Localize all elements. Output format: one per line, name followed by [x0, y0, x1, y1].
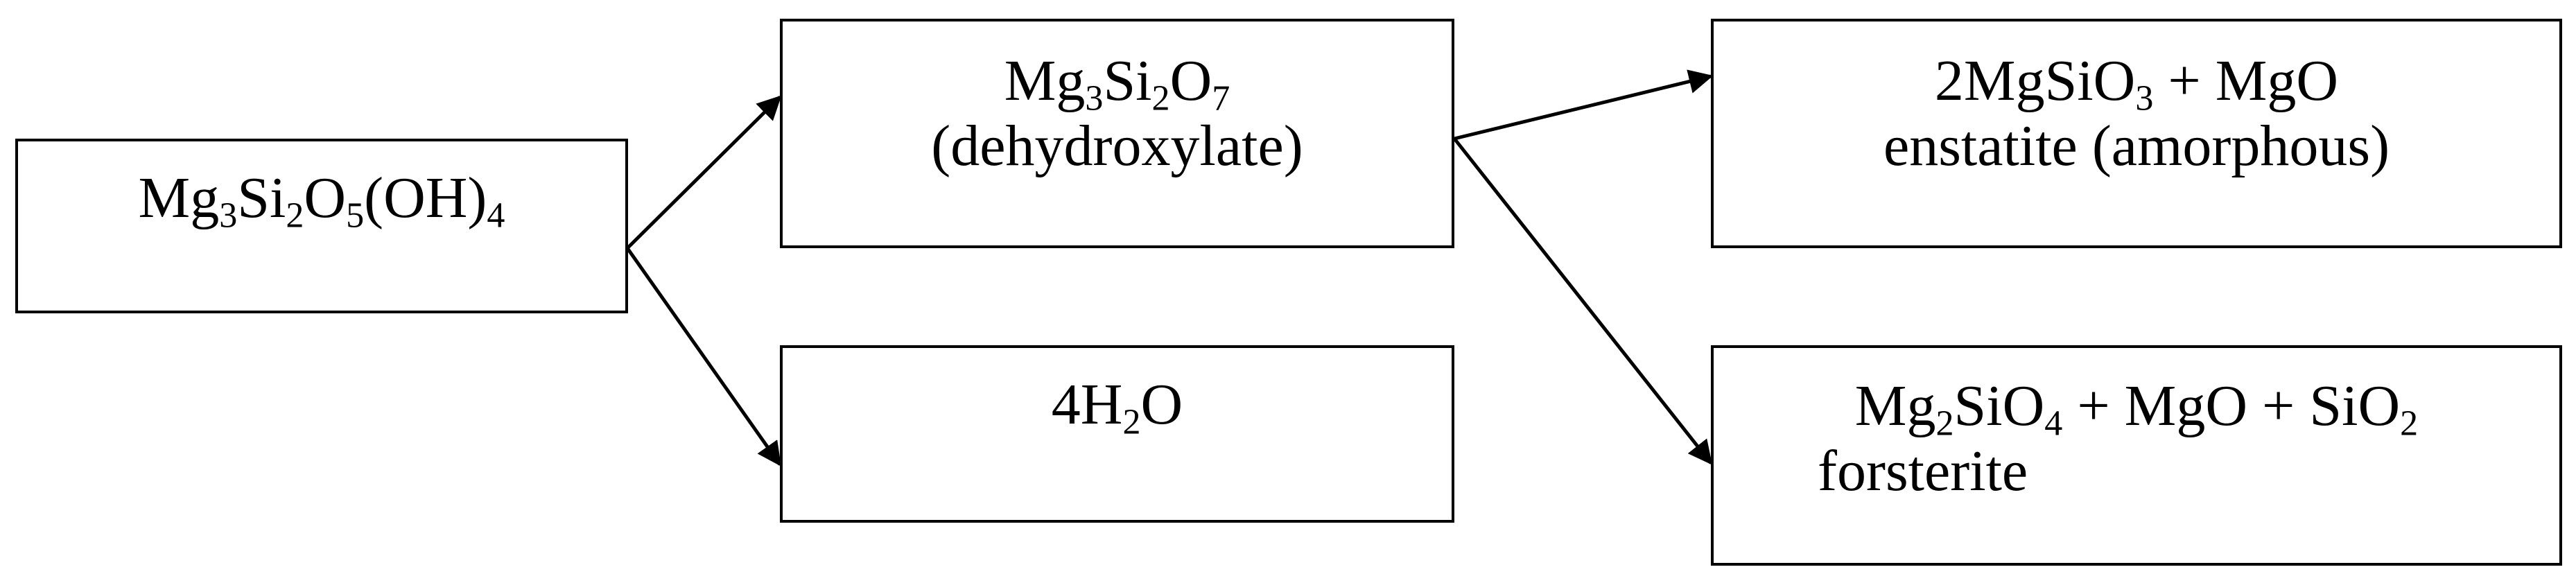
dehydroxylate-label: (dehydroxylate)	[931, 114, 1303, 178]
arrow-serpentine-to-water	[625, 247, 782, 467]
serpentine-formula: Mg3Si2O5(OH)4	[138, 166, 505, 236]
node-dehydroxylate: Mg3Si2O7 (dehydroxylate)	[780, 19, 1454, 248]
arrow-serpentine-to-dehydroxylate	[626, 95, 782, 250]
arrow-dehydroxylate-to-enstatite	[1454, 69, 1714, 141]
node-water: 4H2O	[780, 345, 1454, 523]
node-enstatite: 2MgSiO3 + MgO enstatite (amorphous)	[1711, 19, 2562, 248]
water-formula: 4H2O	[1051, 372, 1183, 442]
node-forsterite: Mg2SiO4 + MgO + SiO2 forsterite	[1711, 345, 2562, 566]
node-serpentine: Mg3Si2O5(OH)4	[15, 139, 628, 313]
enstatite-label: enstatite (amorphous)	[1883, 114, 2390, 178]
forsterite-label: forsterite	[1818, 439, 2028, 503]
enstatite-formula: 2MgSiO3 + MgO	[1934, 49, 2339, 119]
forsterite-formula: Mg2SiO4 + MgO + SiO2	[1854, 374, 2419, 444]
dehydroxylate-formula: Mg3Si2O7	[1004, 49, 1230, 119]
arrow-dehydroxylate-to-forsterite	[1453, 137, 1713, 465]
